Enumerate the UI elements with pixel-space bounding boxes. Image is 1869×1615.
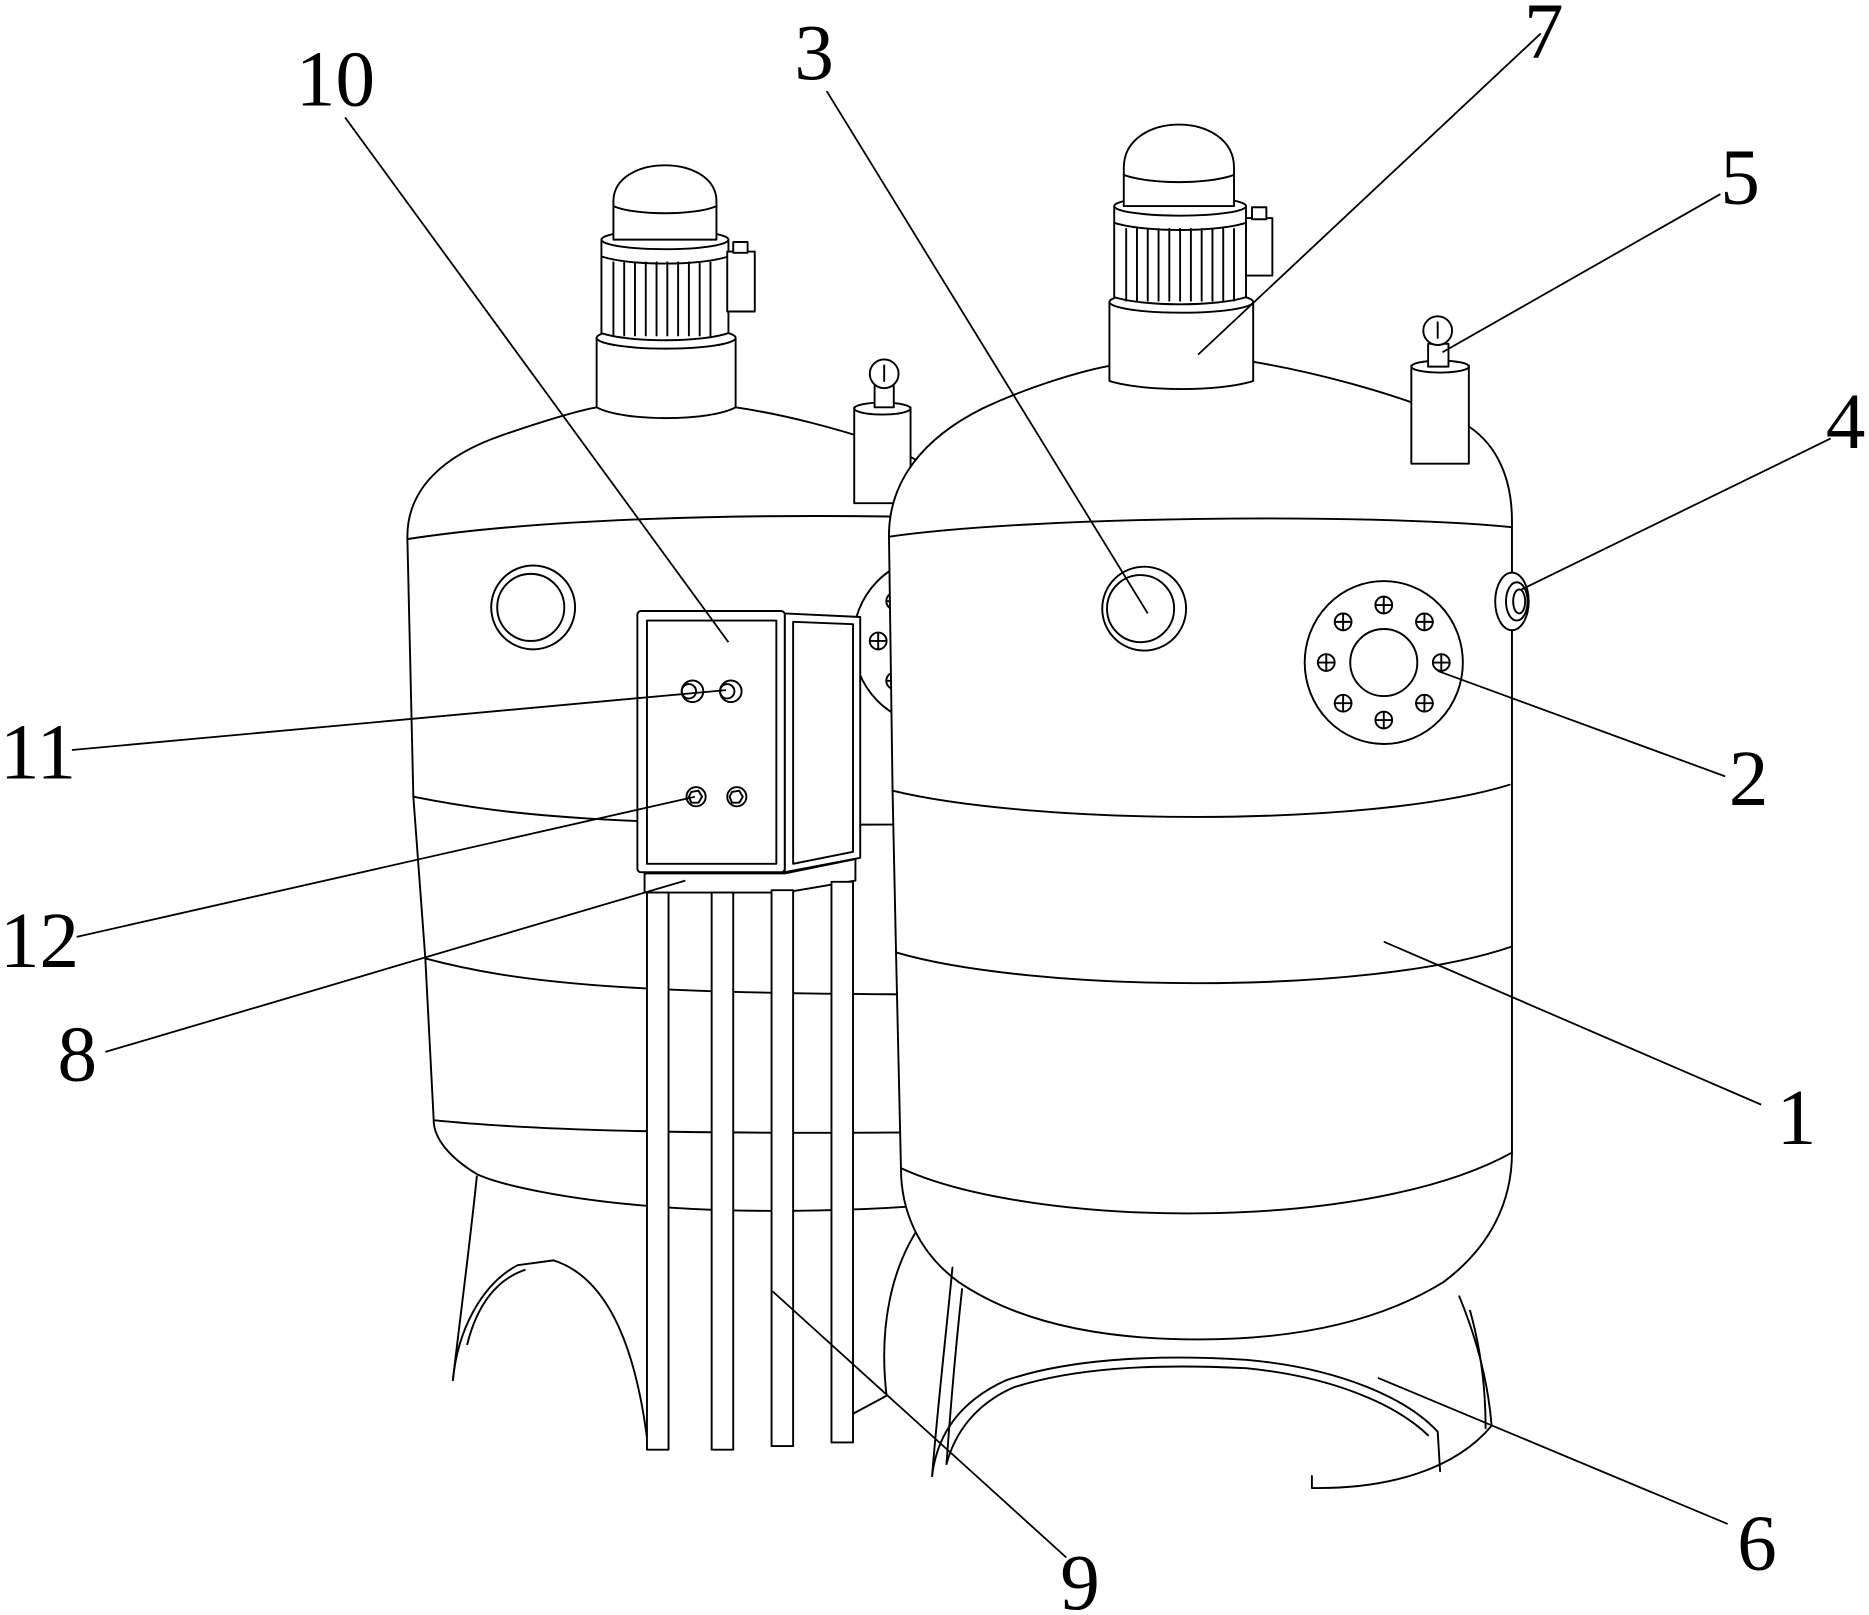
front-skirt-right-edge: [1458, 1295, 1493, 1427]
side-nozzle: [1494, 571, 1530, 632]
leader-lines: [71, 32, 1832, 1559]
rear-skirt-right-edge: [852, 1221, 924, 1415]
control-box: [636, 610, 862, 874]
front-motor: [1113, 195, 1247, 306]
front-tank-band-lower: [899, 1151, 1513, 1215]
part-label-11: 11: [0, 710, 76, 797]
control-button-left: [680, 679, 705, 704]
leader-line-7: [1197, 32, 1542, 356]
front-motor-cap: [1122, 123, 1235, 208]
leader-line-11: [71, 689, 727, 751]
stand-leg: [646, 891, 670, 1451]
front-skirt-arch-inner: [945, 1365, 1430, 1466]
front-gauge-neck: [1427, 342, 1450, 368]
leader-line-5: [1442, 193, 1721, 354]
front-skirt-bottom-edge: [1310, 1424, 1493, 1489]
stand-leg: [770, 889, 795, 1448]
front-flange: [1303, 580, 1464, 745]
control-knobs: [685, 786, 748, 808]
front-tank-body: [888, 360, 1513, 1341]
part-label-2: 2: [1729, 736, 1769, 823]
leader-line-3: [825, 90, 1149, 614]
control-box-side-inner: [792, 620, 854, 865]
leader-line-8: [105, 879, 686, 1053]
front-tank-band-middle: [895, 945, 1513, 985]
front-motor-cap-band: [1122, 173, 1235, 184]
front-skirt-left-edge: [931, 1266, 954, 1477]
rear-tank-band-middle: [424, 957, 948, 996]
front-tank: [888, 123, 1530, 1489]
control-box-side: [783, 612, 862, 874]
control-knob-right-hex: [728, 789, 744, 804]
control-knob-left-hex: [687, 789, 704, 804]
part-label-8: 8: [58, 1012, 98, 1099]
rear-skirt-arch-inner: [466, 1268, 526, 1346]
leader-line-6: [1377, 1376, 1728, 1525]
stand-leg: [830, 880, 854, 1444]
part-label-4: 4: [1826, 379, 1866, 466]
leader-line-2: [1437, 670, 1726, 778]
part-label-3: 3: [794, 10, 834, 97]
part-label-9: 9: [1060, 1540, 1100, 1615]
rear-junction-box-knob: [732, 241, 749, 254]
side-nozzle-ring: [1505, 581, 1529, 622]
part-label-7: 7: [1524, 0, 1564, 76]
front-tank-band-top: [888, 517, 1513, 538]
rear-tank-band-top: [406, 515, 948, 541]
front-motor-neck: [1108, 300, 1255, 390]
rear-motor-band: [600, 255, 730, 265]
front-flange-bore: [1349, 628, 1419, 698]
rear-motor-cap-band: [612, 205, 718, 215]
rear-sight-port: [490, 564, 577, 651]
rear-junction-box: [726, 250, 756, 313]
front-pressure-gauge: [1410, 315, 1470, 465]
part-label-10: 10: [296, 36, 375, 123]
leader-line-10: [344, 116, 730, 643]
control-button-left-inner: [680, 683, 698, 700]
leader-line-12: [76, 795, 696, 938]
stand-leg: [710, 891, 735, 1451]
front-tank-skirt: [931, 1266, 1493, 1489]
control-button-right: [719, 679, 743, 704]
front-skirt-arch: [931, 1356, 1442, 1477]
part-label-6: 6: [1737, 1500, 1777, 1587]
front-gauge-cylinder: [1410, 364, 1470, 465]
rear-skirt-arch: [451, 1259, 648, 1439]
leader-line-9: [772, 1290, 1067, 1559]
rear-skirt-left-edge: [451, 1175, 478, 1382]
rear-motor-neck: [595, 336, 737, 420]
front-sight-port-inner: [1106, 574, 1176, 644]
rear-sight-port-inner: [496, 572, 566, 642]
side-nozzle-outer: [1494, 571, 1530, 632]
control-box-stand: [643, 858, 857, 1451]
part-label-5: 5: [1720, 135, 1760, 222]
rear-motor-cap: [612, 164, 718, 241]
rear-tank-skirt: [451, 1175, 924, 1439]
front-skirt-right-edge-inner: [1469, 1309, 1487, 1430]
front-junction-box-knob: [1251, 206, 1268, 221]
leader-line-1: [1383, 940, 1762, 1106]
rear-sight-port-outer: [490, 564, 577, 651]
part-label-1: 1: [1777, 1075, 1817, 1162]
front-junction-box: [1245, 217, 1274, 277]
leader-line-4: [1521, 437, 1832, 591]
front-tank-band-upper: [891, 783, 1511, 818]
side-nozzle-inner: [1512, 588, 1527, 615]
part-label-12: 12: [0, 898, 79, 985]
rear-motor: [600, 229, 730, 342]
control-box-front: [636, 610, 786, 874]
front-skirt-left-edge-inner: [945, 1288, 964, 1466]
rear-motor-body: [600, 238, 730, 342]
